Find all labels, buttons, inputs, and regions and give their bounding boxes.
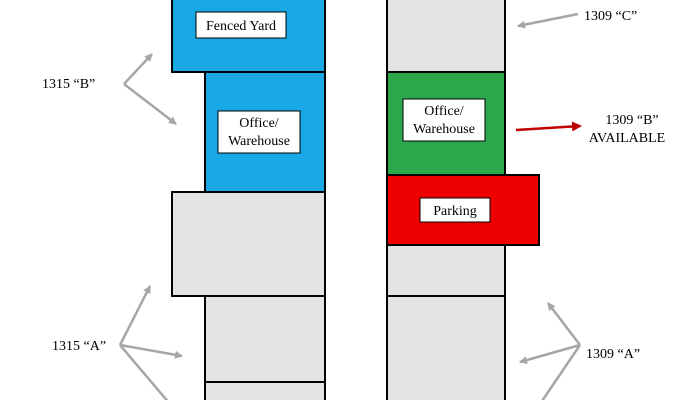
parking-label-box: Parking bbox=[419, 197, 491, 223]
office-1315-label-box: Office/ Warehouse bbox=[217, 110, 301, 154]
fenced-yard-label-box: Fenced Yard bbox=[195, 11, 287, 39]
office-1315-label-line1: Office/ bbox=[239, 116, 278, 131]
callout-1309-a: 1309 “A” bbox=[586, 347, 640, 362]
unit-block-1315-mid bbox=[171, 191, 326, 297]
pointer-1315-b bbox=[123, 53, 177, 125]
pointer-1309-c bbox=[517, 12, 579, 29]
unit-block-1315a-upper bbox=[204, 295, 326, 383]
pointer-1315-a bbox=[118, 285, 183, 400]
pointer-1309-a bbox=[519, 302, 582, 400]
unit-block-1315a-lower bbox=[204, 381, 326, 400]
callout-1315-a: 1315 “A” bbox=[52, 339, 106, 354]
building-1315 bbox=[171, 0, 326, 400]
pointer-1309-b bbox=[515, 121, 582, 132]
callout-1315-b: 1315 “B” bbox=[42, 77, 95, 92]
callout-1309-b-line1: 1309 “B” bbox=[605, 113, 658, 128]
unit-block-1309-mid bbox=[386, 244, 506, 297]
callout-1309-b-line2: AVAILABLE bbox=[589, 131, 666, 146]
office-1309-label-line1: Office/ bbox=[424, 104, 463, 119]
fenced-yard-label: Fenced Yard bbox=[206, 19, 276, 34]
parking-label: Parking bbox=[433, 204, 477, 219]
callout-1309-c: 1309 “C” bbox=[584, 9, 637, 24]
office-1309-label-box: Office/ Warehouse bbox=[402, 98, 486, 142]
unit-block-1309c bbox=[386, 0, 506, 73]
office-1315-label-line2: Warehouse bbox=[228, 134, 290, 149]
unit-block-1309a bbox=[386, 295, 506, 400]
office-1309-label-line2: Warehouse bbox=[413, 122, 475, 137]
